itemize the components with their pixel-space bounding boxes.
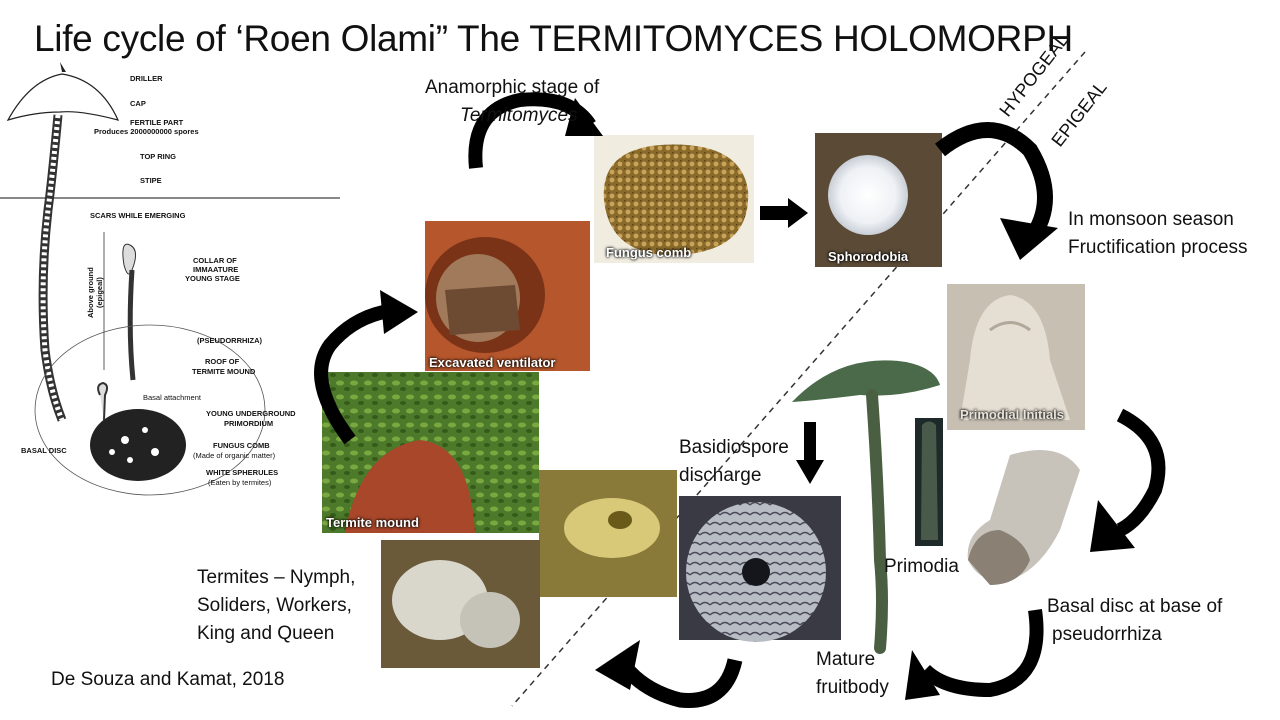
morphology-drawing [0, 62, 340, 496]
termites-label-1: Termites – Nymph, [197, 567, 356, 588]
label-basal-attachment: Basal attachment [143, 393, 201, 402]
soil-boundary-line [511, 51, 1086, 707]
label-spherules2: (Eaten by termites) [208, 478, 272, 487]
cycle-arrow-5 [920, 609, 1044, 698]
label-cap: CAP [130, 99, 146, 108]
fungus-comb-photo [594, 135, 754, 263]
label-young-under2: PRIMORDIUM [224, 419, 274, 428]
cycle-arrow-7 [613, 655, 743, 708]
label-roof2: TERMITE MOUND [192, 367, 256, 376]
primordial-initials-photo [947, 284, 1085, 430]
label-roof1: ROOF OF [205, 357, 240, 366]
label-driller: DRILLER [130, 74, 163, 83]
termite-closeup-photo [539, 470, 677, 597]
basal-disc-label-2: pseudorrhiza [1052, 624, 1162, 645]
anamorphic-italic-label: Termitomyces [460, 105, 578, 126]
label-basal-disc: BASAL DISC [21, 446, 67, 455]
label-comb1: FUNGUS COMB [213, 441, 270, 450]
sphorodobia-photo [815, 133, 942, 267]
cycle-arrow-2 [760, 206, 790, 220]
label-collar1: COLLAR OF [193, 256, 237, 265]
mature-fruitbody-photo [792, 360, 940, 654]
basidiospore-label-2: discharge [679, 465, 762, 486]
label-above-ground1: Above ground [86, 267, 95, 318]
monsoon-label-1: In monsoon season [1068, 209, 1234, 230]
cycle-arrow-4 [1116, 408, 1166, 537]
fungus-comb-caption: Fungus comb [606, 245, 692, 260]
sphorodobia-caption: Sphorodobia [828, 249, 909, 264]
label-spherules1: WHITE SPHERULES [206, 468, 279, 477]
label-spores: Produces 2000000000 spores [94, 127, 199, 136]
mature-label-1: Mature [816, 649, 876, 670]
cycle-arrow-8 [314, 303, 397, 445]
label-pseudorrhiza: (PSEUDORRHIZA) [197, 336, 262, 345]
termites-label-3: King and Queen [197, 623, 335, 644]
excavated-caption: Excavated ventilator [429, 355, 556, 370]
label-scars: SCARS WHILE EMERGING [90, 211, 186, 220]
termite-nymph-photo [381, 540, 540, 668]
label-top-ring: TOP RING [140, 152, 176, 161]
primodia-label: Primodia [884, 556, 959, 577]
label-comb2: (Made of organic matter) [193, 451, 276, 460]
excavated-ventilator-photo [425, 221, 590, 371]
label-stipe: STIPE [140, 176, 162, 185]
basidiospore-label-1: Basidiospore [679, 437, 789, 458]
termites-label-2: Soliders, Workers, [197, 595, 352, 616]
label-young-under1: YOUNG UNDERGROUND [206, 409, 296, 418]
termite-mound-caption: Termite mound [326, 515, 419, 530]
label-fertile: FERTILE PART [130, 118, 184, 127]
basal-disc-label-1: Basal disc at base of [1047, 596, 1223, 617]
citation: De Souza and Kamat, 2018 [51, 669, 285, 690]
primodia-photo [915, 418, 943, 546]
basal-disc-photo [967, 450, 1080, 585]
label-collar2: IMMAATURE [193, 265, 239, 274]
cycle-arrow-6 [804, 422, 816, 462]
primordial-initials-caption: Primodial Initials [960, 407, 1065, 422]
mature-label-2: fruitbody [816, 677, 889, 698]
monsoon-label-2: Fructification process [1068, 237, 1248, 258]
cycle-arrow-3 [935, 122, 1053, 245]
anamorphic-label: Anamorphic stage of [425, 77, 600, 98]
label-above-ground2: (epigeal) [95, 277, 104, 308]
spore-print-photo [679, 496, 841, 642]
page-title: Life cycle of ‘Roen Olami” The TERMITOMY… [34, 18, 1073, 59]
label-collar3: YOUNG STAGE [185, 274, 240, 283]
termite-mound-photo [322, 372, 539, 533]
